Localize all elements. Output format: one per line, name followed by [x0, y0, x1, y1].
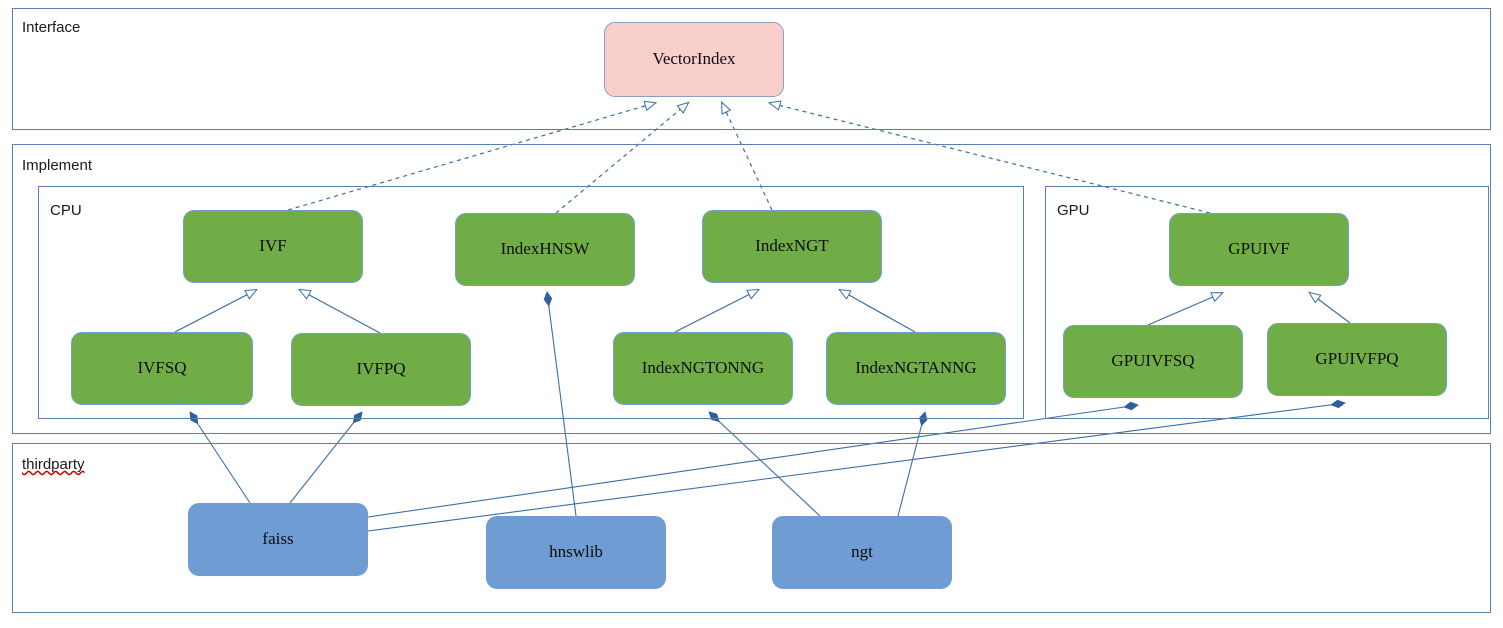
group-label-thirdparty: thirdparty: [22, 456, 85, 473]
node-indexngtanng[interactable]: IndexNGTANNG: [826, 332, 1006, 405]
node-hnswlib[interactable]: hnswlib: [486, 516, 666, 589]
group-label-cpu: CPU: [50, 202, 82, 219]
node-ivfsq[interactable]: IVFSQ: [71, 332, 253, 405]
group-label-interface: Interface: [22, 19, 81, 36]
node-faiss[interactable]: faiss: [188, 503, 368, 576]
node-gpuivfpq[interactable]: GPUIVFPQ: [1267, 323, 1447, 396]
node-gpuivf[interactable]: GPUIVF: [1169, 213, 1349, 286]
node-vectorindex[interactable]: VectorIndex: [604, 22, 784, 97]
node-ivfpq[interactable]: IVFPQ: [291, 333, 471, 406]
group-label-implement: Implement: [22, 157, 93, 174]
node-gpuivfsq[interactable]: GPUIVFSQ: [1063, 325, 1243, 398]
node-ivf[interactable]: IVF: [183, 210, 363, 283]
group-thirdparty: [12, 443, 1491, 613]
group-implement: [12, 144, 1491, 434]
node-indexngt[interactable]: IndexNGT: [702, 210, 882, 283]
group-label-gpu: GPU: [1057, 202, 1090, 219]
group-gpu: [1045, 186, 1489, 419]
group-interface: [12, 8, 1491, 130]
group-cpu: [38, 186, 1024, 419]
node-indexhnsw[interactable]: IndexHNSW: [455, 213, 635, 286]
node-ngt[interactable]: ngt: [772, 516, 952, 589]
node-indexngtonng[interactable]: IndexNGTONNG: [613, 332, 793, 405]
